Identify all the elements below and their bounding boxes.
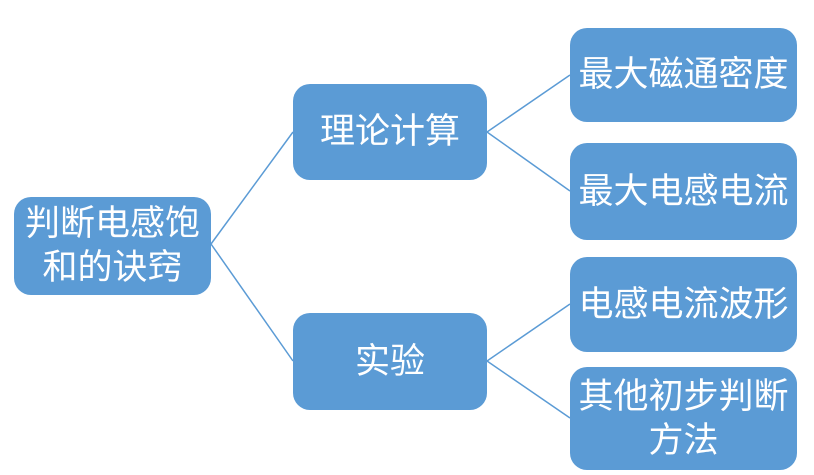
branch-node-experiment: 实验 <box>293 313 487 410</box>
leaf-node-other-preliminary-methods: 其他初步判断方法 <box>570 367 797 470</box>
connector-branch2-leaf4 <box>486 360 571 419</box>
leaf-node-label: 电感电流波形 <box>578 284 789 324</box>
leaf-node-max-inductor-current: 最大电感电流 <box>570 143 797 240</box>
connector-branch2-leaf3 <box>486 303 571 362</box>
root-node-label: 判断电感饱和的诀窍 <box>24 204 200 287</box>
leaf-node-label: 最大磁通密度 <box>578 55 789 95</box>
leaf-node-max-flux-density: 最大磁通密度 <box>570 28 797 122</box>
branch-node-label: 实验 <box>354 341 425 381</box>
connector-root-branch1 <box>210 131 294 245</box>
leaf-node-inductor-current-waveform: 电感电流波形 <box>570 257 797 352</box>
connector-branch1-leaf2 <box>486 131 571 192</box>
connector-root-branch2 <box>210 243 294 362</box>
leaf-node-label: 最大电感电流 <box>578 171 789 211</box>
branch-node-theory-calculation: 理论计算 <box>293 84 487 180</box>
branch-node-label: 理论计算 <box>319 112 460 152</box>
root-node: 判断电感饱和的诀窍 <box>14 197 211 295</box>
connector-branch1-leaf1 <box>486 74 571 133</box>
leaf-node-label: 其他初步判断方法 <box>578 376 789 460</box>
